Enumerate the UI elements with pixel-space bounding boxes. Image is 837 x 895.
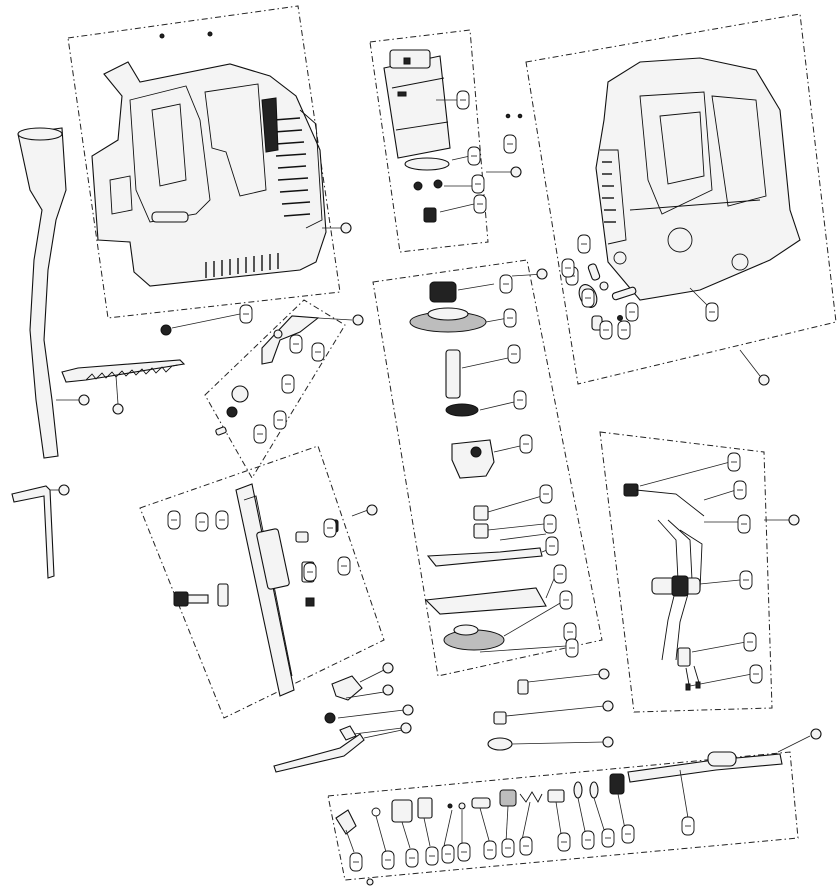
pinion-gear <box>423 207 437 223</box>
bushing <box>493 711 507 725</box>
callout-balloon <box>382 662 394 674</box>
plunger-sleeve <box>473 505 489 521</box>
callout-tags <box>167 90 763 872</box>
callout-balloon <box>340 222 352 234</box>
callout-balloon <box>602 736 614 748</box>
callout-balloon <box>58 484 70 496</box>
motor-screw <box>413 181 423 191</box>
gear-plate <box>424 587 547 615</box>
guide-plate-bar <box>426 547 543 567</box>
callout-balloon <box>400 722 412 734</box>
callout-balloon <box>402 704 414 716</box>
callout-balloon <box>382 684 394 696</box>
cam-lever <box>273 733 365 773</box>
cam-spring <box>324 712 336 724</box>
callout-balloon <box>536 268 548 280</box>
callout-balloon <box>510 166 522 178</box>
group-guide-plate <box>139 445 385 719</box>
callout-balloon <box>810 728 822 740</box>
gear-shaft <box>445 349 461 399</box>
dust-tube <box>17 127 67 459</box>
motor-armature <box>383 49 451 159</box>
motor-fan-disc <box>404 157 450 171</box>
guide-washer <box>217 583 229 607</box>
callout-balloon <box>366 504 378 516</box>
callout-balloon <box>598 668 610 680</box>
left-housing-screws-icon <box>159 31 213 39</box>
guide-nut <box>305 597 315 607</box>
callout-balloon <box>788 514 800 526</box>
hex-key-wrench <box>11 485 55 579</box>
pinion-gear <box>429 281 457 303</box>
callout-balloon <box>758 374 770 386</box>
blade-guide-rail <box>235 483 315 697</box>
group-right-housing <box>525 13 837 385</box>
clamp-spring <box>226 406 238 418</box>
callout-balloon <box>602 700 614 712</box>
clamp-screw <box>160 324 172 336</box>
blade-clamp-lever <box>261 315 320 365</box>
bearing <box>445 403 479 417</box>
group-motor <box>369 29 489 253</box>
clamp-roller <box>231 385 249 403</box>
group-gearbox <box>372 259 603 677</box>
callout-balloon <box>78 394 90 406</box>
right-housing-half <box>595 57 801 301</box>
group-wiring <box>599 431 773 713</box>
saw-blade <box>61 359 186 383</box>
bushing-cap <box>487 737 513 751</box>
left-housing-half <box>91 61 327 287</box>
guide-bolt <box>173 591 209 607</box>
group-blade-clamp <box>204 299 346 479</box>
group-switch-rail <box>327 751 799 881</box>
callout-balloon <box>112 403 124 415</box>
gear-carrier <box>451 439 495 479</box>
switch-and-cable <box>623 483 705 691</box>
pin <box>517 679 529 695</box>
callout-balloon <box>352 314 364 326</box>
orbital-cam <box>331 675 363 701</box>
motor-screw <box>433 179 443 189</box>
